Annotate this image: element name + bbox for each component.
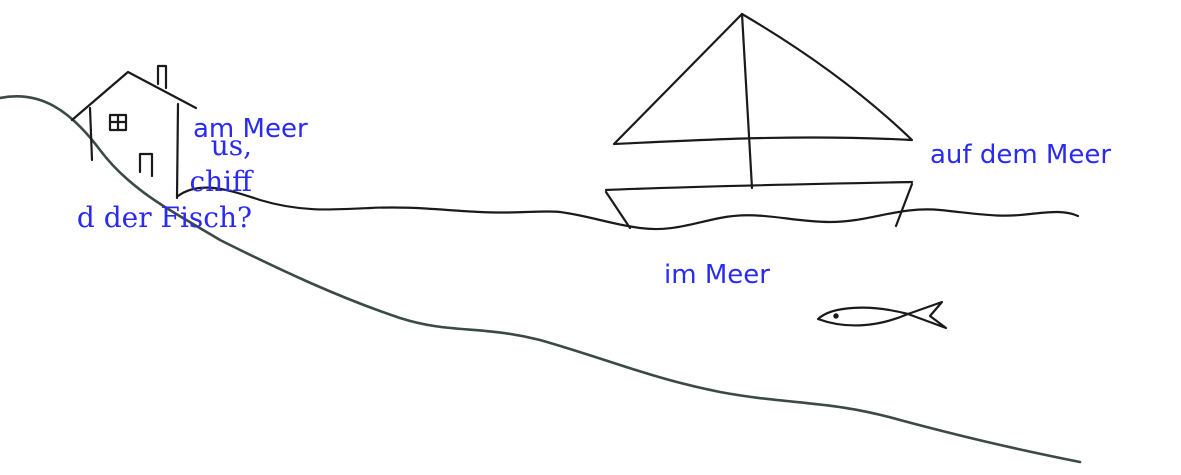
fish-body — [818, 308, 908, 326]
question-line-3: d der Fisch? — [0, 200, 252, 236]
sailboat-mast — [742, 14, 752, 188]
sailboat-sail — [614, 14, 912, 144]
fish-drawing — [818, 302, 946, 328]
sea-wave-line — [178, 188, 1078, 229]
question-line-2: chiff — [0, 164, 252, 200]
sailboat-hull — [606, 184, 912, 228]
label-auf-dem-meer: auf dem Meer — [930, 142, 1111, 168]
fish-eye — [834, 314, 837, 317]
sailboat-deck — [606, 182, 912, 190]
label-am-meer: am Meer — [193, 116, 308, 142]
label-im-meer: im Meer — [664, 262, 770, 288]
question-text: us, chiff d der Fisch? — [0, 128, 252, 236]
house-chimney — [158, 66, 166, 88]
sailboat-drawing — [606, 14, 912, 228]
fish-tail — [908, 302, 946, 328]
